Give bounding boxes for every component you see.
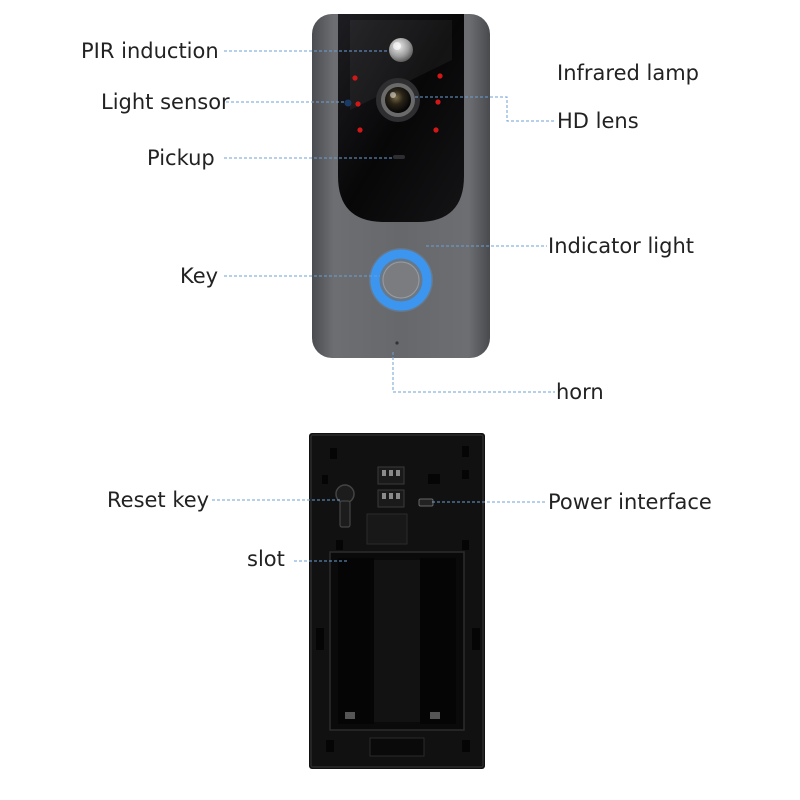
reset-key bbox=[335, 484, 355, 528]
label-horn: horn bbox=[556, 380, 604, 404]
label-indicator-light: Indicator light bbox=[548, 234, 695, 258]
back-unit bbox=[309, 433, 485, 769]
label-light-sensor: Light sensor bbox=[101, 90, 230, 114]
horn-hole bbox=[395, 341, 399, 345]
pickup-mic bbox=[393, 155, 405, 159]
infrared-leds bbox=[352, 73, 443, 133]
leader-horn bbox=[392, 352, 555, 393]
leader-hd-lens bbox=[415, 96, 555, 122]
front-unit bbox=[312, 14, 490, 358]
light-sensor bbox=[344, 99, 352, 107]
label-pickup: Pickup bbox=[147, 146, 215, 170]
indicator-ring bbox=[370, 249, 432, 311]
key-button bbox=[382, 261, 420, 299]
leader-lines bbox=[212, 50, 555, 562]
label-reset-key: Reset key bbox=[107, 488, 210, 512]
label-hd-lens: HD lens bbox=[557, 109, 639, 133]
label-pir-induction: PIR induction bbox=[81, 39, 219, 63]
label-infrared-lamp: Infrared lamp bbox=[557, 61, 699, 85]
label-power-interface: Power interface bbox=[548, 490, 712, 514]
pir-sensor bbox=[389, 38, 413, 62]
label-key: Key bbox=[180, 264, 219, 288]
label-slot: slot bbox=[247, 547, 285, 571]
power-port bbox=[418, 498, 434, 507]
